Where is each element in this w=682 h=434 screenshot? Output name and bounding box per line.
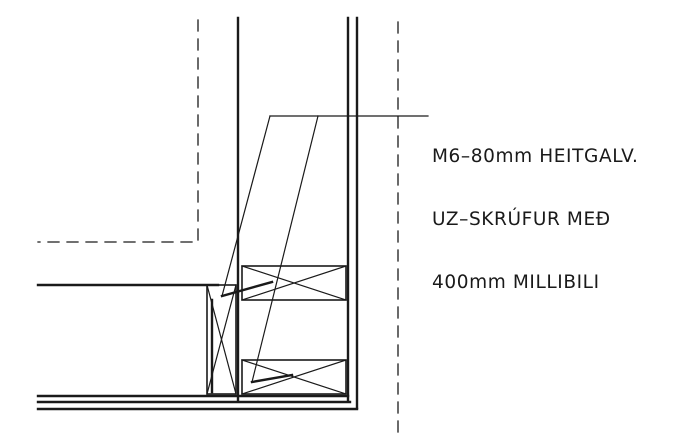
screws	[220, 280, 294, 384]
timber-block-upper-cross-2	[241, 265, 347, 301]
annotation-line-1: M6–80mm HEITGALV.	[432, 146, 639, 167]
wall-section	[236, 16, 359, 410]
timber-block-lower-cross-2	[241, 359, 347, 395]
screw-lower	[250, 373, 294, 384]
annotation-line-2: UZ–SKRÚFUR MEÐ	[432, 209, 611, 230]
screw-upper	[220, 280, 274, 298]
leader-to-upper-screw	[221, 115, 271, 297]
leader-to-lower-screw	[251, 115, 319, 383]
screw-annotation: M6–80mm HEITGALV. UZ–SKRÚFUR MEÐ 400mm M…	[432, 104, 638, 314]
timber-block-upper	[241, 265, 347, 301]
timber-blocking	[206, 265, 347, 395]
timber-block-vertical	[206, 284, 237, 395]
floor-slab	[36, 283, 359, 411]
hidden-lines	[37, 19, 399, 434]
timber-block-lower	[241, 359, 347, 395]
leader-lines	[221, 115, 429, 383]
annotation-line-3: 400mm MILLIBILI	[432, 272, 600, 293]
hidden-wall-outline	[37, 19, 199, 243]
